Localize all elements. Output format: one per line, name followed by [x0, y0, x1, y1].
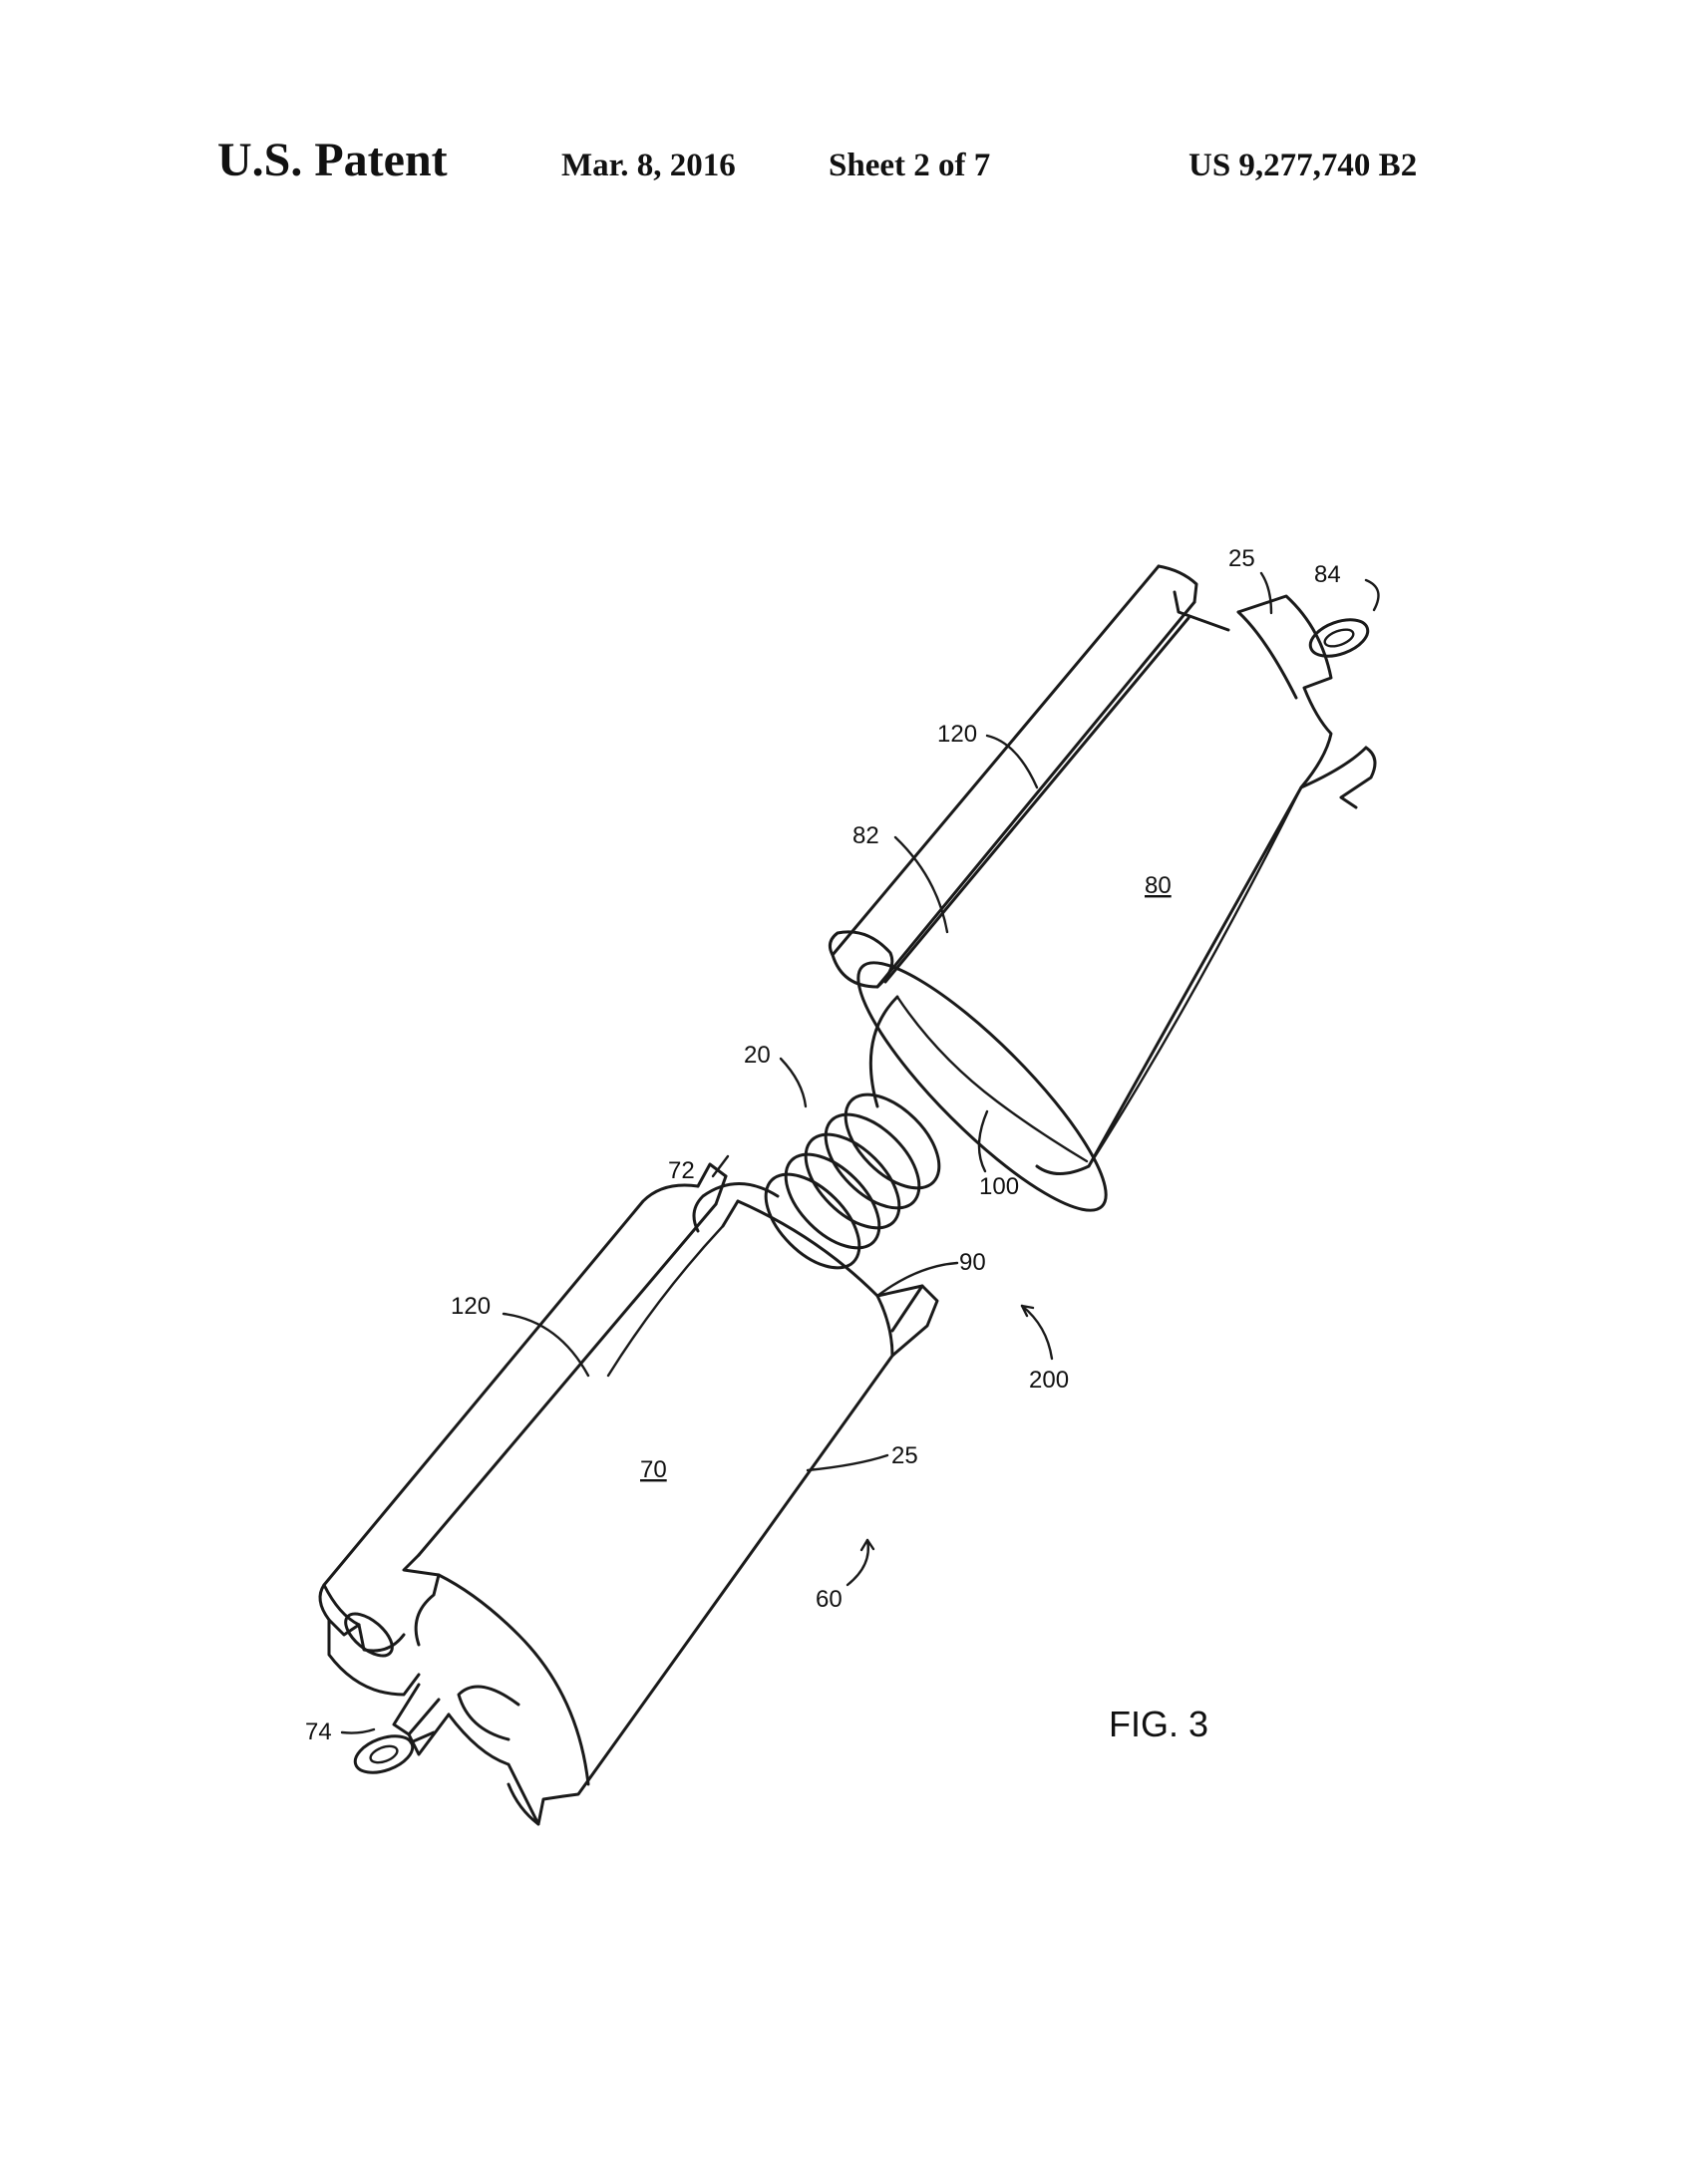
upper-housing-80	[828, 564, 1377, 1212]
label-25-upper: 25	[1228, 545, 1255, 572]
sheet-number: Sheet 2 of 7	[829, 148, 991, 183]
label-84: 84	[1314, 561, 1341, 588]
patent-date: Mar. 8, 2016	[561, 148, 736, 183]
label-74: 74	[305, 1718, 332, 1745]
patent-number: US 9,277,740 B2	[1188, 148, 1418, 183]
label-100: 100	[979, 1173, 1019, 1200]
label-80: 80	[1145, 872, 1172, 899]
label-200: 200	[1029, 1367, 1069, 1394]
label-120-lower: 120	[451, 1293, 491, 1320]
label-82: 82	[852, 822, 879, 849]
label-90: 90	[959, 1249, 986, 1276]
reference-labels: 25 84 120 82 80 20 72 100 90 120 200 70 …	[305, 545, 1341, 1745]
figure-caption: FIG. 3	[1109, 1704, 1208, 1744]
label-20: 20	[744, 1042, 771, 1069]
label-25-lower: 25	[891, 1442, 918, 1469]
label-70: 70	[640, 1456, 667, 1483]
label-72: 72	[668, 1157, 695, 1184]
patent-title: U.S. Patent	[217, 134, 448, 186]
spring-20	[692, 995, 941, 1270]
label-120-upper: 120	[937, 721, 977, 748]
leader-lines	[340, 571, 1380, 1734]
label-60: 60	[816, 1586, 843, 1613]
lower-housing-70	[318, 1162, 939, 1826]
